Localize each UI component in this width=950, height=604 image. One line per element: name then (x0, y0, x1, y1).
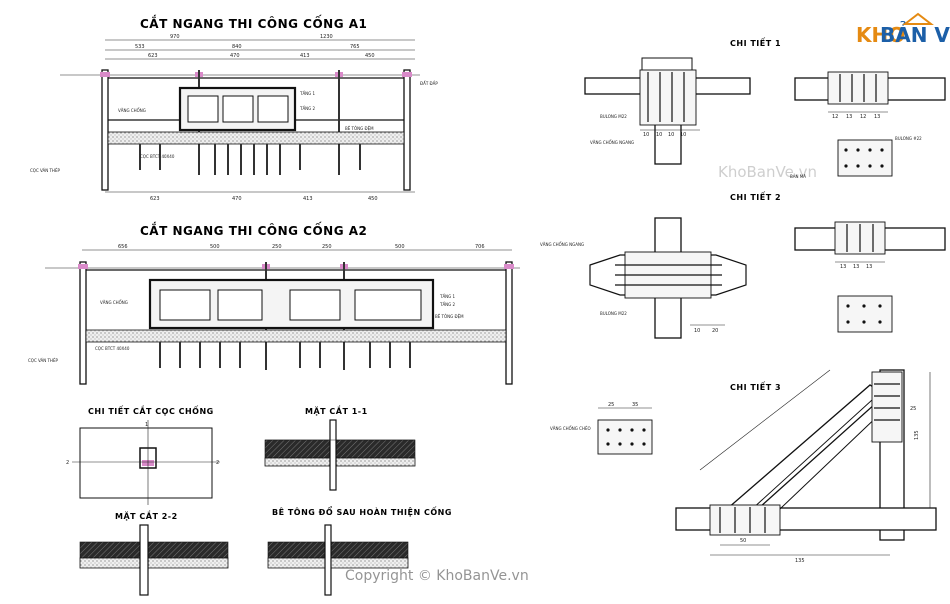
d2-label-bulong: BULONG M22 (600, 311, 627, 316)
svg-text:25: 25 (910, 406, 916, 412)
a2-top-2: 500 (210, 244, 220, 250)
a2-label-t2: TẦNG 2 (439, 302, 456, 307)
dim-a1-top-1: 970 (170, 34, 180, 40)
svg-text:2: 2 (66, 460, 69, 466)
svg-text:12: 12 (832, 114, 838, 120)
detail-2: CHI TIẾT 2 VĂNG CHỐNG NGANG BULONG M22 1… (540, 190, 946, 339)
detail-3: CHI TIẾT 3 25 35 VĂNG CHỐNG CHÉO 135 135… (550, 369, 937, 564)
dim-a1-r2-1: 533 (135, 44, 145, 50)
svg-text:50: 50 (740, 538, 746, 544)
svg-text:10: 10 (694, 328, 700, 334)
logo-part-kho: KHO (856, 23, 905, 47)
detail-be-tong: BÊ TÔNG ĐỔ SAU HOÀN THIỆN CỐNG (267, 505, 452, 596)
a1-label-dat: ĐẤT ĐẮP (420, 81, 438, 86)
title-be-tong: BÊ TÔNG ĐỔ SAU HOÀN THIỆN CỐNG (272, 505, 452, 517)
a1-label-thep: CỌC VÁN THÉP (30, 168, 60, 173)
a2-label-coc: CỌC BTCT 40X40 (95, 346, 130, 351)
d2-label-vang: VĂNG CHỐNG NGANG (540, 242, 584, 247)
svg-text:135: 135 (914, 430, 920, 440)
svg-text:13: 13 (846, 114, 852, 120)
a2-top-6: 706 (475, 244, 485, 250)
a1-label-t1: TẦNG 1 (299, 91, 316, 96)
a2-piles (159, 342, 411, 368)
section-a2: CẮT NGANG THI CÔNG CỐNG A2 656 500 250 2… (28, 221, 520, 385)
d1-label-bulong: BULONG M22 (600, 114, 627, 119)
section-a1: CẮT NGANG THI CÔNG CỐNG A1 970 1230 533 … (30, 14, 438, 202)
title-mat-cat-11: MẶT CẮT 1-1 (305, 404, 368, 416)
svg-text:10: 10 (643, 132, 649, 138)
detail-1: CHI TIẾT 1 BULONG M22 VĂNG CHỐNG NGANG 1… (584, 36, 946, 179)
logo: KHO BẢN VẼ (856, 12, 950, 47)
svg-text:10: 10 (668, 132, 674, 138)
d1-label-bulong-2: BULONG #22 (895, 136, 922, 141)
svg-text:12: 12 (860, 114, 866, 120)
a2-label-ton: BÊ TÔNG ĐỆM (435, 314, 464, 319)
a1-label-coc: CỌC BTCT 40X40 (140, 154, 175, 159)
detail-1-holes (844, 148, 884, 168)
title-a2: CẮT NGANG THI CÔNG CỐNG A2 (140, 221, 367, 238)
detail-coc-chong: CHI TIẾT CẮT CỌC CHỐNG 1 2 2 (66, 404, 220, 505)
a2-top-4: 250 (322, 244, 332, 250)
dim-a1-r3-4: 450 (365, 53, 375, 59)
svg-text:13: 13 (853, 264, 859, 270)
a1-bot-2: 470 (232, 196, 242, 202)
detail-mat-cat-22: MẶT CẮT 2-2 (79, 509, 229, 596)
a1-label-ton: BÊ TÔNG ĐỆM (345, 126, 374, 131)
a1-label-vang: VĂNG CHỐNG (118, 108, 146, 113)
watermark-mid: KhoBanVe.vn (718, 163, 817, 181)
svg-text:2: 2 (216, 460, 219, 466)
title-a1: CẮT NGANG THI CÔNG CỐNG A1 (140, 14, 367, 31)
dim-a1-top-2: 1230 (320, 34, 333, 40)
detail-1-bolts (647, 72, 685, 122)
svg-text:35: 35 (632, 402, 638, 408)
svg-text:135: 135 (795, 558, 805, 564)
d1-label-vang: VĂNG CHỐNG NGANG (590, 140, 634, 145)
a1-piles (139, 144, 361, 175)
svg-text:20: 20 (712, 328, 718, 334)
title-chi-tiet-2: CHI TIẾT 2 (730, 190, 781, 202)
svg-text:10: 10 (680, 132, 686, 138)
a2-label-vang: VĂNG CHỐNG (100, 300, 128, 305)
roof-icon (902, 12, 934, 25)
title-chi-tiet-3: CHI TIẾT 3 (730, 380, 781, 392)
detail-mat-cat-11: MẶT CẮT 1-1 (264, 404, 416, 491)
a1-bot-4: 450 (368, 196, 378, 202)
svg-text:13: 13 (874, 114, 880, 120)
title-mat-cat-22: MẶT CẮT 2-2 (115, 509, 178, 521)
title-coc-chong: CHI TIẾT CẮT CỌC CHỐNG (88, 404, 214, 416)
svg-text:10: 10 (656, 132, 662, 138)
a1-bot-1: 623 (150, 196, 160, 202)
d3-label-vang: VĂNG CHỐNG CHÉO (550, 426, 591, 431)
svg-text:1: 1 (145, 422, 148, 428)
a1-bot-3: 413 (303, 196, 313, 202)
a2-top-5: 500 (395, 244, 405, 250)
a2-label-t1: TẦNG 1 (439, 294, 456, 299)
svg-text:13: 13 (840, 264, 846, 270)
a2-label-thep: CỌC VÁN THÉP (28, 358, 58, 363)
dim-a1-r2-2: 840 (232, 44, 242, 50)
dim-a1-r3-1: 623 (148, 53, 158, 59)
dim-a1-r3-3: 413 (300, 53, 310, 59)
dim-a1-r3-2: 470 (230, 53, 240, 59)
d1-label-banma: BẢN MÃ (790, 174, 806, 179)
svg-text:13: 13 (866, 264, 872, 270)
a1-label-t2: TẦNG 2 (299, 106, 316, 111)
svg-text:25: 25 (608, 402, 614, 408)
watermark-bottom: Copyright © KhoBanVe.vn (345, 568, 529, 584)
logo-part-banve: BẢN VẼ (880, 22, 950, 47)
a2-top-1: 656 (118, 244, 128, 250)
dim-a1-r2-3: 765 (350, 44, 360, 50)
a2-top-3: 250 (272, 244, 282, 250)
title-chi-tiet-1: CHI TIẾT 1 (730, 36, 781, 48)
